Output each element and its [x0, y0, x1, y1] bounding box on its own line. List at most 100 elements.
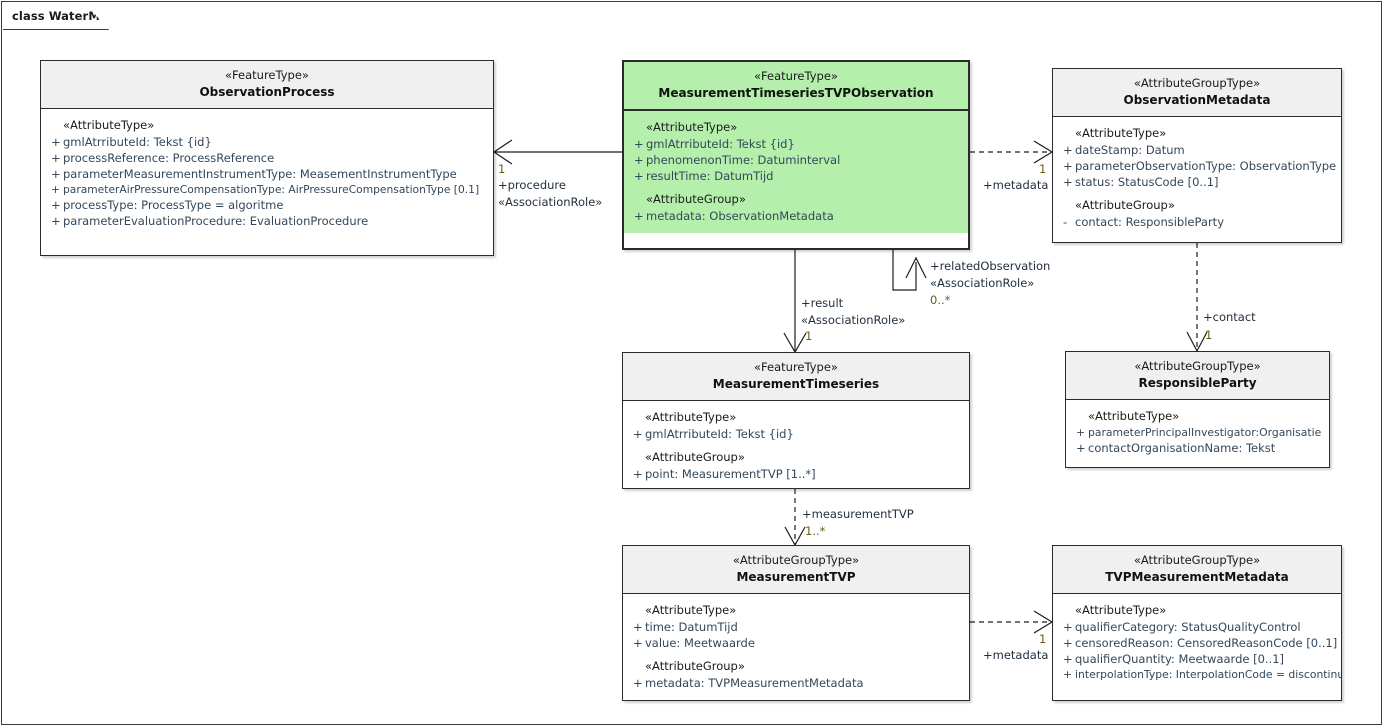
attribute-row: + qualifierQuantity: Meetwaarde [0..1]: [1053, 651, 1341, 667]
class-header: «AttributeGroupType» ObservationMetadata: [1053, 69, 1341, 117]
attribute-text: processType: ProcessType = algoritme: [63, 197, 284, 212]
attribute-text: status: StatusCode [0..1]: [1075, 174, 1219, 189]
class-name: MeasurementTimeseries: [712, 376, 880, 391]
diagram-frame-tab: class WaterML: [3, 3, 109, 30]
visibility: +: [51, 134, 61, 149]
attribute-row: + parameterObservationType: ObservationT…: [1053, 158, 1341, 174]
class-measurement-timeseries[interactable]: «FeatureType» MeasurementTimeseries «Att…: [622, 352, 970, 489]
visibility: +: [634, 168, 644, 183]
attribute-row: + metadata: TVPMeasurementMetadata: [623, 675, 969, 691]
class-body: «AttributeType» + gmlAtrributeId: Tekst …: [624, 110, 968, 233]
measurement-tvp-role-label: +measurementTVP: [802, 507, 914, 521]
attribute-row: + parameterEvaluationProcedure: Evaluati…: [41, 213, 493, 229]
attribute-row: + censoredReason: CensoredReasonCode [0.…: [1053, 635, 1341, 651]
attribute-row: + gmlAtrributeId: Tekst {id}: [624, 136, 968, 152]
contact-role-label: +contact: [1203, 310, 1256, 324]
attribute-row: + parameterMeasurementInstrumentType: Me…: [41, 166, 493, 182]
class-header: «FeatureType» MeasurementTimeseriesTVPOb…: [624, 62, 968, 111]
attribute-text: resultTime: DatumTijd: [646, 168, 774, 183]
visibility: +: [1076, 425, 1086, 439]
visibility: +: [1063, 174, 1073, 189]
attribute-row: + gmlAtrributeId: Tekst {id}: [41, 134, 493, 150]
attribute-text: censoredReason: CensoredReasonCode [0..1…: [1075, 635, 1338, 650]
procedure-multiplicity: 1: [498, 162, 506, 176]
measurement-tvp-multiplicity: 1..*: [805, 524, 826, 538]
metadata-observation-role-label: +metadata: [983, 178, 1049, 192]
class-observation-process[interactable]: «FeatureType» ObservationProcess «Attrib…: [40, 60, 494, 256]
attribute-text: metadata: TVPMeasurementMetadata: [645, 675, 864, 690]
result-multiplicity: 1: [805, 329, 813, 343]
class-stereotype: «AttributeGroupType»: [732, 553, 860, 567]
class-header: «AttributeGroupType» MeasurementTVP: [623, 546, 969, 594]
attribute-group-label: «AttributeGroup»: [1075, 197, 1175, 212]
metadata-tvp-role-label: +metadata: [983, 648, 1049, 662]
attribute-text: dateStamp: Datum: [1075, 142, 1185, 157]
procedure-role-label: +procedure: [498, 178, 566, 192]
attribute-text: parameterAirPressureCompensationType: Ai…: [63, 182, 480, 196]
attribute-row: + dateStamp: Datum: [1053, 142, 1341, 158]
attribute-row: + processReference: ProcessReference: [41, 150, 493, 166]
visibility: +: [633, 426, 643, 441]
attribute-group-label: «AttributeType»: [1075, 602, 1167, 617]
class-tvp-measurement-metadata[interactable]: «AttributeGroupType» TVPMeasurementMetad…: [1052, 545, 1342, 701]
related-observation-stereotype-label: «AssociationRole»: [930, 276, 1035, 290]
attribute-text: processReference: ProcessReference: [63, 150, 275, 165]
attribute-row: + contactOrganisationName: Tekst: [1066, 440, 1329, 456]
attribute-text: parameterObservationType: ObservationTyp…: [1075, 158, 1337, 173]
attribute-row: + metadata: ObservationMetadata: [624, 208, 968, 224]
class-measurement-timeseries-tvp-observation[interactable]: «FeatureType» MeasurementTimeseriesTVPOb…: [622, 60, 970, 250]
visibility: +: [51, 197, 61, 212]
class-stereotype: «FeatureType»: [754, 69, 838, 83]
metadata-tvp-multiplicity: 1: [1039, 632, 1047, 646]
visibility: +: [1076, 440, 1086, 455]
attribute-text: contact: ResponsibleParty: [1075, 214, 1224, 229]
class-header: «FeatureType» MeasurementTimeseries: [623, 353, 969, 401]
attribute-group-label: «AttributeType»: [645, 409, 737, 424]
result-role-label: +result: [801, 296, 844, 310]
diagram-title: class WaterML: [12, 9, 108, 23]
class-stereotype: «AttributeGroupType»: [1134, 359, 1261, 373]
class-observation-metadata[interactable]: «AttributeGroupType» ObservationMetadata…: [1052, 68, 1342, 243]
visibility: -: [1063, 214, 1068, 229]
attribute-text: qualifierQuantity: Meetwaarde [0..1]: [1075, 651, 1285, 666]
class-body: «AttributeType» + time: DatumTijd + valu…: [623, 593, 969, 700]
class-header: «AttributeGroupType» TVPMeasurementMetad…: [1053, 546, 1341, 594]
class-stereotype: «AttributeGroupType»: [1133, 76, 1261, 90]
visibility: +: [1063, 651, 1073, 666]
visibility: +: [633, 619, 643, 634]
attribute-text: point: MeasurementTVP [1..*]: [645, 466, 816, 481]
attribute-text: metadata: ObservationMetadata: [646, 208, 834, 223]
attribute-text: contactOrganisationName: Tekst: [1088, 440, 1276, 455]
visibility: +: [1063, 635, 1073, 650]
class-measurement-tvp[interactable]: «AttributeGroupType» MeasurementTVP «Att…: [622, 545, 970, 701]
attribute-row: + phenomenonTime: Datuminterval: [624, 152, 968, 168]
visibility: +: [634, 152, 644, 167]
procedure-stereotype-label: «AssociationRole»: [498, 195, 603, 209]
attribute-row: + resultTime: DatumTijd: [624, 168, 968, 184]
attribute-row: + interpolationType: InterpolationCode =…: [1053, 667, 1341, 682]
attribute-group-label: «AttributeType»: [646, 119, 738, 134]
visibility: +: [633, 466, 643, 481]
result-stereotype-label: «AssociationRole»: [801, 313, 906, 327]
class-header: «FeatureType» ObservationProcess: [41, 61, 493, 109]
attribute-row: + time: DatumTijd: [623, 619, 969, 635]
class-name: ResponsibleParty: [1138, 375, 1257, 390]
visibility: +: [634, 208, 644, 223]
attribute-text: parameterPrincipalInvestigator:Organisat…: [1088, 425, 1322, 439]
visibility: +: [51, 166, 61, 181]
visibility: +: [51, 213, 61, 228]
visibility: +: [634, 136, 644, 151]
attribute-text: gmlAtrributeId: Tekst {id}: [63, 134, 212, 149]
visibility: +: [633, 635, 643, 650]
related-observation-multiplicity: 0..*: [930, 293, 951, 307]
attribute-row: + processType: ProcessType = algoritme: [41, 197, 493, 213]
class-name: TVPMeasurementMetadata: [1105, 569, 1289, 584]
class-name: ObservationProcess: [199, 84, 335, 99]
related-observation-role-label: +relatedObservation: [930, 259, 1051, 273]
visibility: +: [1063, 619, 1073, 634]
attribute-group-label: «AttributeGroup»: [645, 449, 745, 464]
class-stereotype: «FeatureType»: [754, 360, 838, 374]
class-body: «AttributeType» + gmlAtrributeId: Tekst …: [41, 108, 493, 238]
class-responsible-party[interactable]: «AttributeGroupType» ResponsibleParty «A…: [1065, 351, 1330, 468]
attribute-row: + qualifierCategory: StatusQualityContro…: [1053, 619, 1341, 635]
